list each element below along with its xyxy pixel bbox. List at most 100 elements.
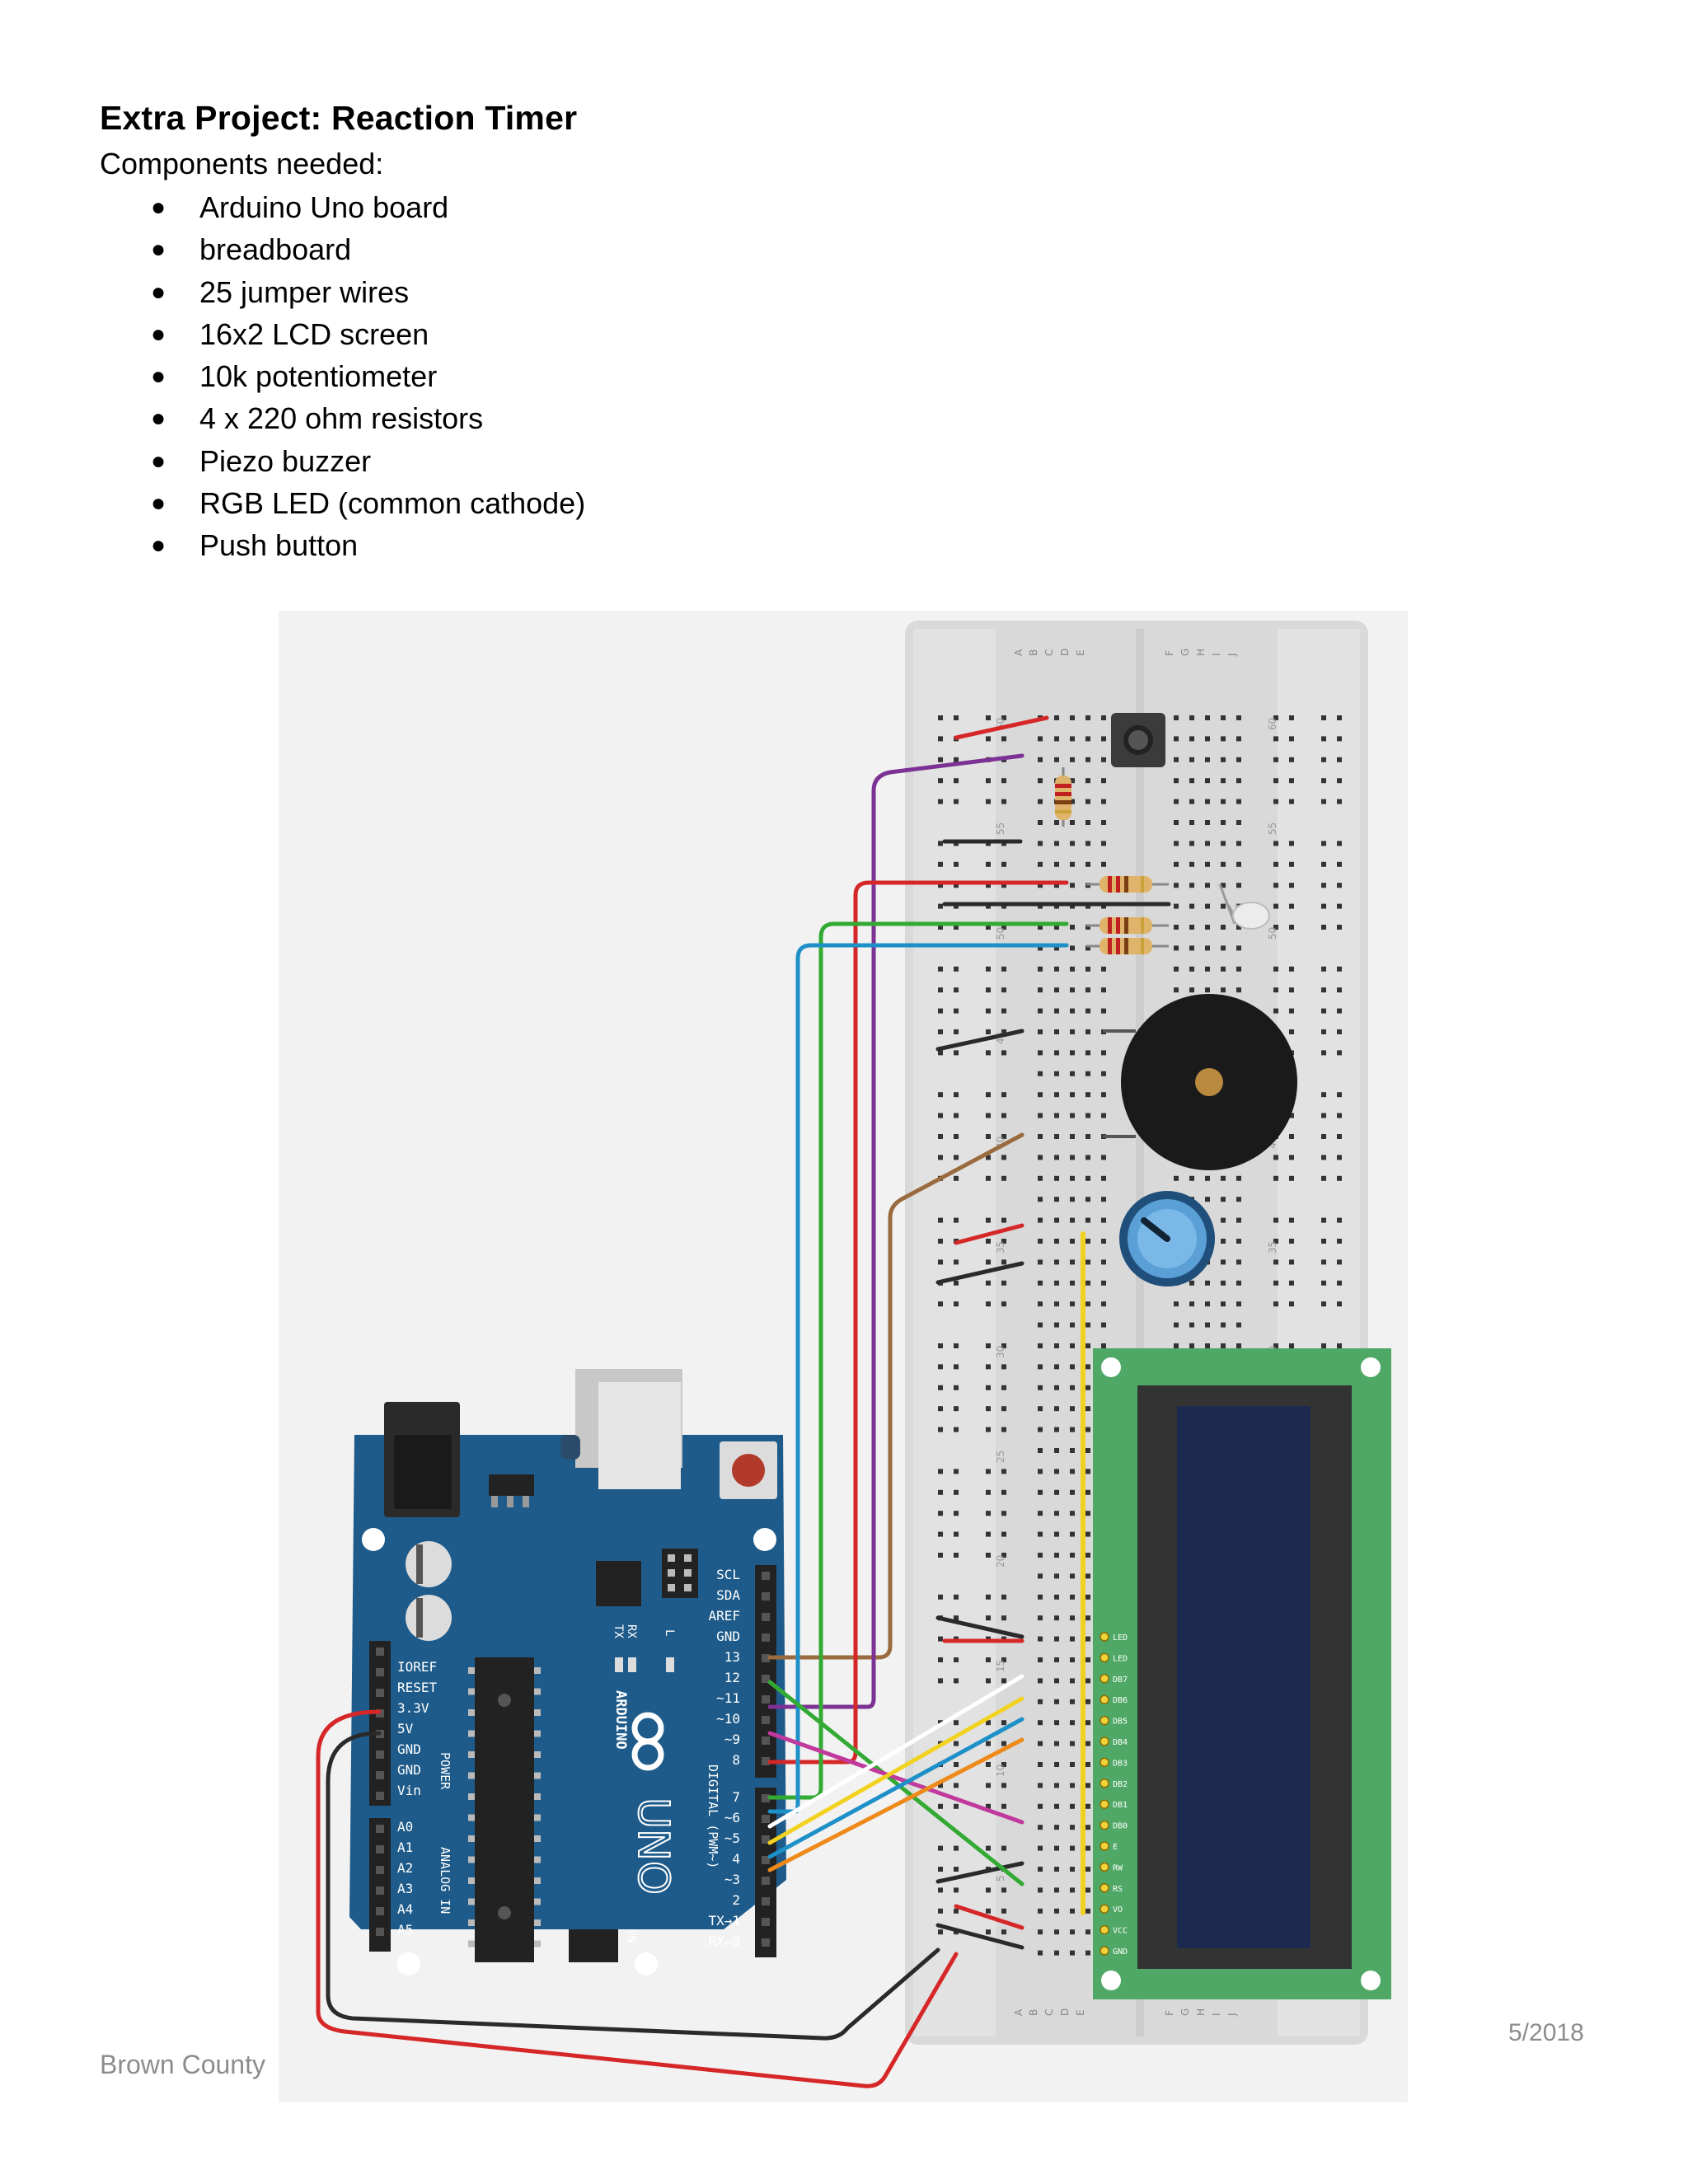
breadboard-hole — [1205, 778, 1210, 784]
lcd-pin — [1100, 1883, 1109, 1893]
breadboard-hole — [1289, 861, 1294, 867]
digital-pin-label: ~10 — [716, 1711, 740, 1727]
breadboard-hole — [1174, 778, 1179, 784]
breadboard-hole — [954, 1657, 959, 1662]
breadboard-hole — [1085, 1825, 1090, 1830]
breadboard-hole — [1001, 1929, 1006, 1935]
breadboard-hole — [938, 1385, 943, 1390]
breadboard-hole — [1221, 1259, 1226, 1265]
breadboard-hole — [954, 1092, 959, 1098]
lcd-pin — [1100, 1736, 1109, 1746]
breadboard-hole — [1070, 1845, 1075, 1851]
breadboard-hole — [1289, 925, 1294, 930]
breadboard-hole — [938, 883, 943, 888]
row-number: 25 — [995, 1451, 1006, 1463]
breadboard-hole — [1070, 925, 1075, 930]
breadboard-hole — [1001, 1469, 1006, 1474]
breadboard-hole — [1038, 883, 1043, 888]
breadboard-hole — [1070, 715, 1075, 720]
breadboard-hole — [986, 1887, 991, 1893]
breadboard-hole — [1085, 757, 1090, 762]
breadboard-hole — [1085, 1029, 1090, 1034]
breadboard-hole — [1321, 1175, 1326, 1181]
breadboard-hole — [1221, 1343, 1226, 1348]
breadboard-hole — [1038, 1113, 1043, 1118]
analog-label: ANALOG IN — [438, 1847, 452, 1914]
breadboard-hole — [1085, 1280, 1090, 1286]
breadboard-hole — [1070, 1657, 1075, 1662]
breadboard-hole — [1205, 987, 1210, 993]
breadboard-hole — [1038, 1531, 1043, 1537]
wire-black — [935, 1261, 1025, 1285]
breadboard-hole — [1070, 1531, 1075, 1537]
breadboard-hole — [1236, 1197, 1241, 1202]
breadboard-hole — [1054, 1553, 1059, 1558]
breadboard-hole — [1070, 1803, 1075, 1809]
wire-black — [935, 1615, 1025, 1639]
column-letter: J — [1226, 653, 1238, 657]
breadboard-hole — [1205, 1343, 1210, 1348]
breadboard-hole — [1337, 925, 1342, 930]
breadboard-hole — [1321, 1008, 1326, 1014]
breadboard-hole — [938, 1029, 943, 1034]
breadboard-hole — [1273, 757, 1278, 762]
breadboard-hole — [1273, 799, 1278, 804]
breadboard-hole — [1174, 1322, 1179, 1328]
row-number: 50 — [1267, 927, 1278, 940]
breadboard-hole — [954, 799, 959, 804]
breadboard-hole — [1236, 757, 1241, 762]
breadboard-hole — [1054, 1050, 1059, 1056]
breadboard-hole — [1205, 1322, 1210, 1328]
breadboard-hole — [1289, 841, 1294, 846]
breadboard-hole — [1038, 1197, 1043, 1202]
breadboard-hole — [1101, 1217, 1106, 1223]
lcd-pin — [1100, 1924, 1109, 1935]
breadboard-hole — [1101, 1155, 1106, 1160]
breadboard-hole — [1189, 1175, 1194, 1181]
breadboard-hole — [1070, 1113, 1075, 1118]
breadboard-hole — [1273, 966, 1278, 972]
breadboard-hole — [1038, 1259, 1043, 1265]
list-item: ●Arduino Uno board — [100, 186, 585, 228]
breadboard-hole — [1085, 1741, 1090, 1746]
digital-pin-label: 7 — [732, 1789, 740, 1805]
column-letter: H — [1195, 2008, 1207, 2016]
breadboard-hole — [938, 1636, 943, 1642]
breadboard-hole — [954, 966, 959, 972]
breadboard-hole — [1085, 1636, 1090, 1642]
breadboard-hole — [1236, 1239, 1241, 1244]
breadboard-hole — [1001, 1615, 1006, 1621]
breadboard-hole — [1038, 1573, 1043, 1579]
breadboard-hole — [1085, 1197, 1090, 1202]
breadboard-hole — [1001, 1134, 1006, 1139]
list-item: ●16x2 LCD screen — [100, 313, 585, 355]
breadboard-hole — [1001, 1050, 1006, 1056]
usb-chip — [596, 1561, 641, 1606]
breadboard-hole — [1038, 966, 1043, 972]
breadboard-hole — [1038, 945, 1043, 951]
lcd-pin — [1100, 1779, 1109, 1788]
breadboard-hole — [1085, 1929, 1090, 1935]
wire-black — [935, 1861, 1025, 1884]
icsp-bottom — [569, 1929, 618, 1962]
breadboard-hole — [1101, 861, 1106, 867]
breadboard-hole — [1085, 987, 1090, 993]
power-header — [369, 1641, 391, 1806]
lcd-pin-label: DB6 — [1113, 1696, 1128, 1705]
breadboard-hole — [938, 1343, 943, 1348]
breadboard-hole — [1236, 987, 1241, 993]
breadboard-hole — [1189, 966, 1194, 972]
breadboard-hole — [1038, 1301, 1043, 1307]
breadboard-hole — [1101, 757, 1106, 762]
breadboard-hole — [1038, 1343, 1043, 1348]
lcd-pin-label: LED — [1113, 1633, 1128, 1643]
breadboard-hole — [1054, 820, 1059, 825]
breadboard-hole — [1337, 987, 1342, 993]
breadboard-hole — [954, 1155, 959, 1160]
breadboard-hole — [986, 1155, 991, 1160]
breadboard-hole — [954, 861, 959, 867]
breadboard-hole — [1054, 1071, 1059, 1076]
breadboard-hole — [986, 1364, 991, 1370]
breadboard-hole — [1070, 1239, 1075, 1244]
breadboard-hole — [1221, 778, 1226, 784]
